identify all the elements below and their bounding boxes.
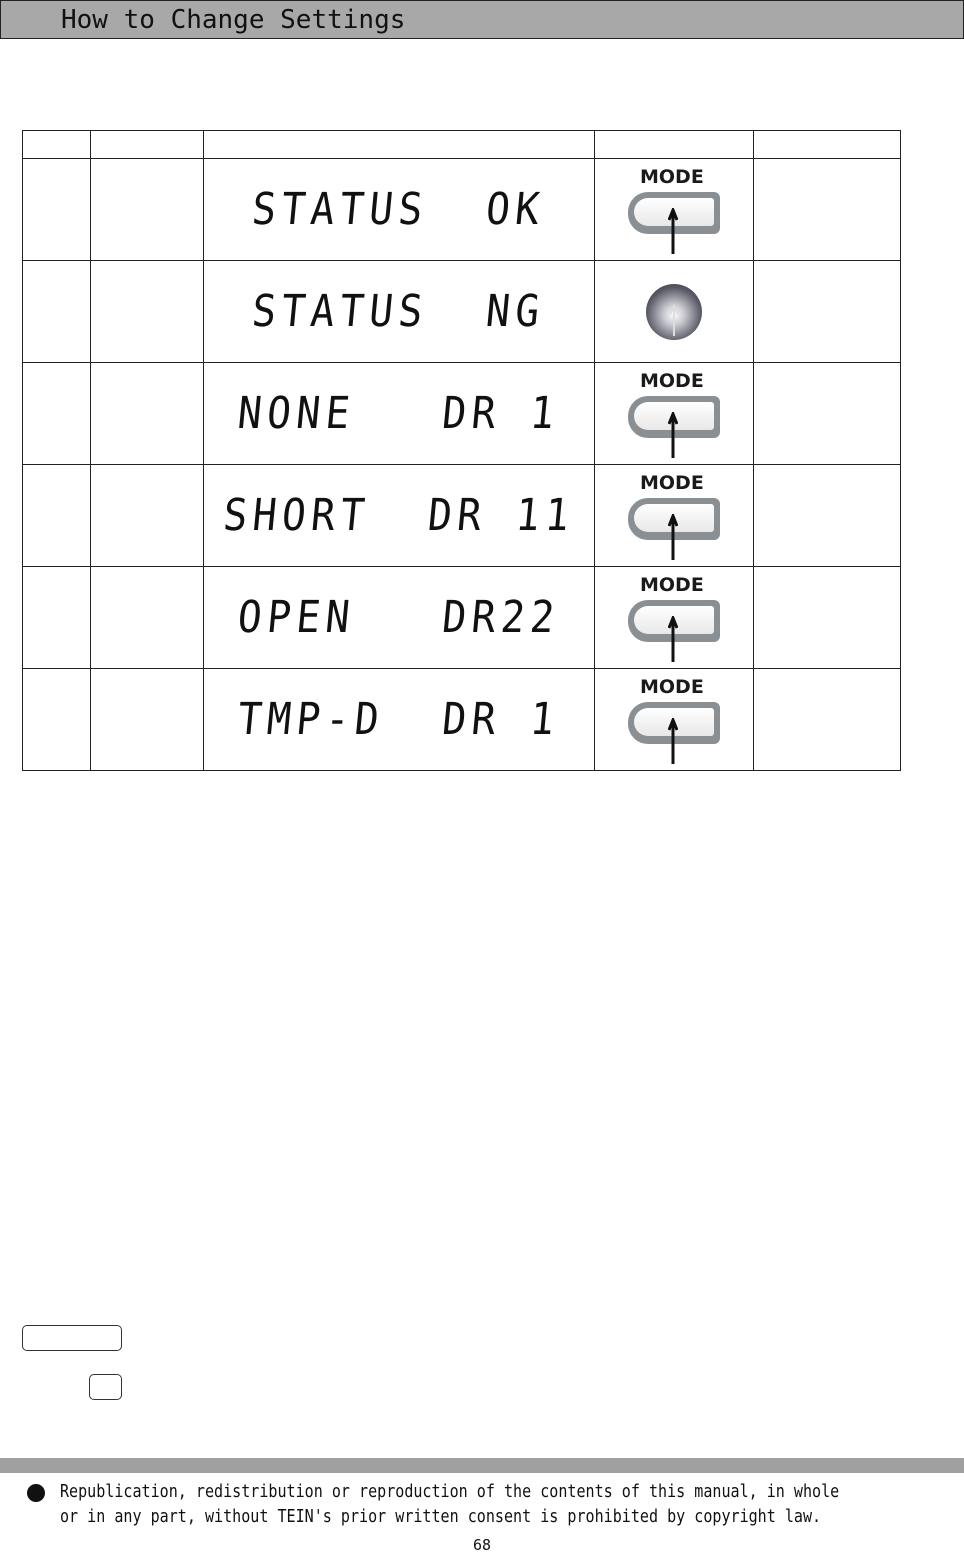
table-row: SHORT DR 11 MODE [22,464,901,567]
lcd-text: SHORT DR 11 [221,490,577,541]
row-cell [90,464,204,567]
table-row: TMP-D DR 1 MODE [22,668,901,771]
mode-label: MODE [639,675,704,698]
row-cell [22,362,91,465]
mode-button-icon: MODE [624,164,724,256]
row-cell [752,566,901,669]
press-arrow-icon [667,513,678,560]
header-cell [22,130,91,159]
table-row: STATUS OK MODE [22,158,901,261]
page-title: How to Change Settings [61,5,406,35]
control-cell: MODE [593,362,754,465]
row-cell [22,260,91,363]
press-arrow-icon [667,411,678,458]
header-cell [203,130,595,159]
lcd-text: NONE DR 1 [235,388,563,439]
mode-button-icon: MODE [624,368,724,460]
settings-table: STATUS OK MODE STATUS NG NONE DR 1 [22,130,901,771]
lcd-display: SHORT DR 11 [203,464,595,567]
row-cell [752,668,901,771]
press-arrow-icon [668,303,679,336]
lcd-display: STATUS NG [203,260,595,363]
table-header-row [22,130,901,159]
mode-label: MODE [639,471,704,494]
mode-label: MODE [639,165,704,188]
mode-label: MODE [639,369,704,392]
header-cell [593,130,754,159]
mode-button-icon: MODE [624,470,724,562]
note-box [22,1325,122,1351]
header-cell [90,130,204,159]
knob-icon [624,266,724,358]
copyright-notice: Republication, redistribution or reprodu… [60,1480,839,1530]
copyright-line-2: or in any part, without TEIN's prior wri… [60,1507,822,1527]
header-cell [752,130,901,159]
control-cell [593,260,754,363]
lcd-display: OPEN DR22 [203,566,595,669]
row-cell [90,260,204,363]
row-cell [752,464,901,567]
header-bar: How to Change Settings [0,0,964,39]
table-row: NONE DR 1 MODE [22,362,901,465]
row-cell [22,668,91,771]
row-cell [90,362,204,465]
footer-bar [0,1458,964,1473]
mode-button-icon: MODE [624,572,724,664]
lcd-text: STATUS OK [250,184,548,235]
mode-label: MODE [639,573,704,596]
press-arrow-icon [667,615,678,662]
control-cell: MODE [593,668,754,771]
lcd-display: STATUS OK [203,158,595,261]
mode-button-icon: MODE [624,674,724,766]
row-cell [22,158,91,261]
page-number: 68 [472,1536,492,1554]
lcd-text: STATUS NG [250,286,548,337]
lcd-display: NONE DR 1 [203,362,595,465]
bullet-icon [27,1484,45,1502]
lcd-text: OPEN DR22 [235,592,563,643]
row-cell [752,362,901,465]
press-arrow-icon [667,207,678,254]
row-cell [752,260,901,363]
row-cell [90,668,204,771]
row-cell [90,566,204,669]
press-arrow-icon [667,717,678,764]
row-cell [22,566,91,669]
note-box [89,1374,122,1400]
copyright-line-1: Republication, redistribution or reprodu… [60,1482,840,1502]
table-row: STATUS NG [22,260,901,363]
row-cell [22,464,91,567]
control-cell: MODE [593,566,754,669]
row-cell [752,158,901,261]
lcd-display: TMP-D DR 1 [203,668,595,771]
control-cell: MODE [593,158,754,261]
control-cell: MODE [593,464,754,567]
table-row: OPEN DR22 MODE [22,566,901,669]
lcd-text: TMP-D DR 1 [235,694,563,745]
row-cell [90,158,204,261]
